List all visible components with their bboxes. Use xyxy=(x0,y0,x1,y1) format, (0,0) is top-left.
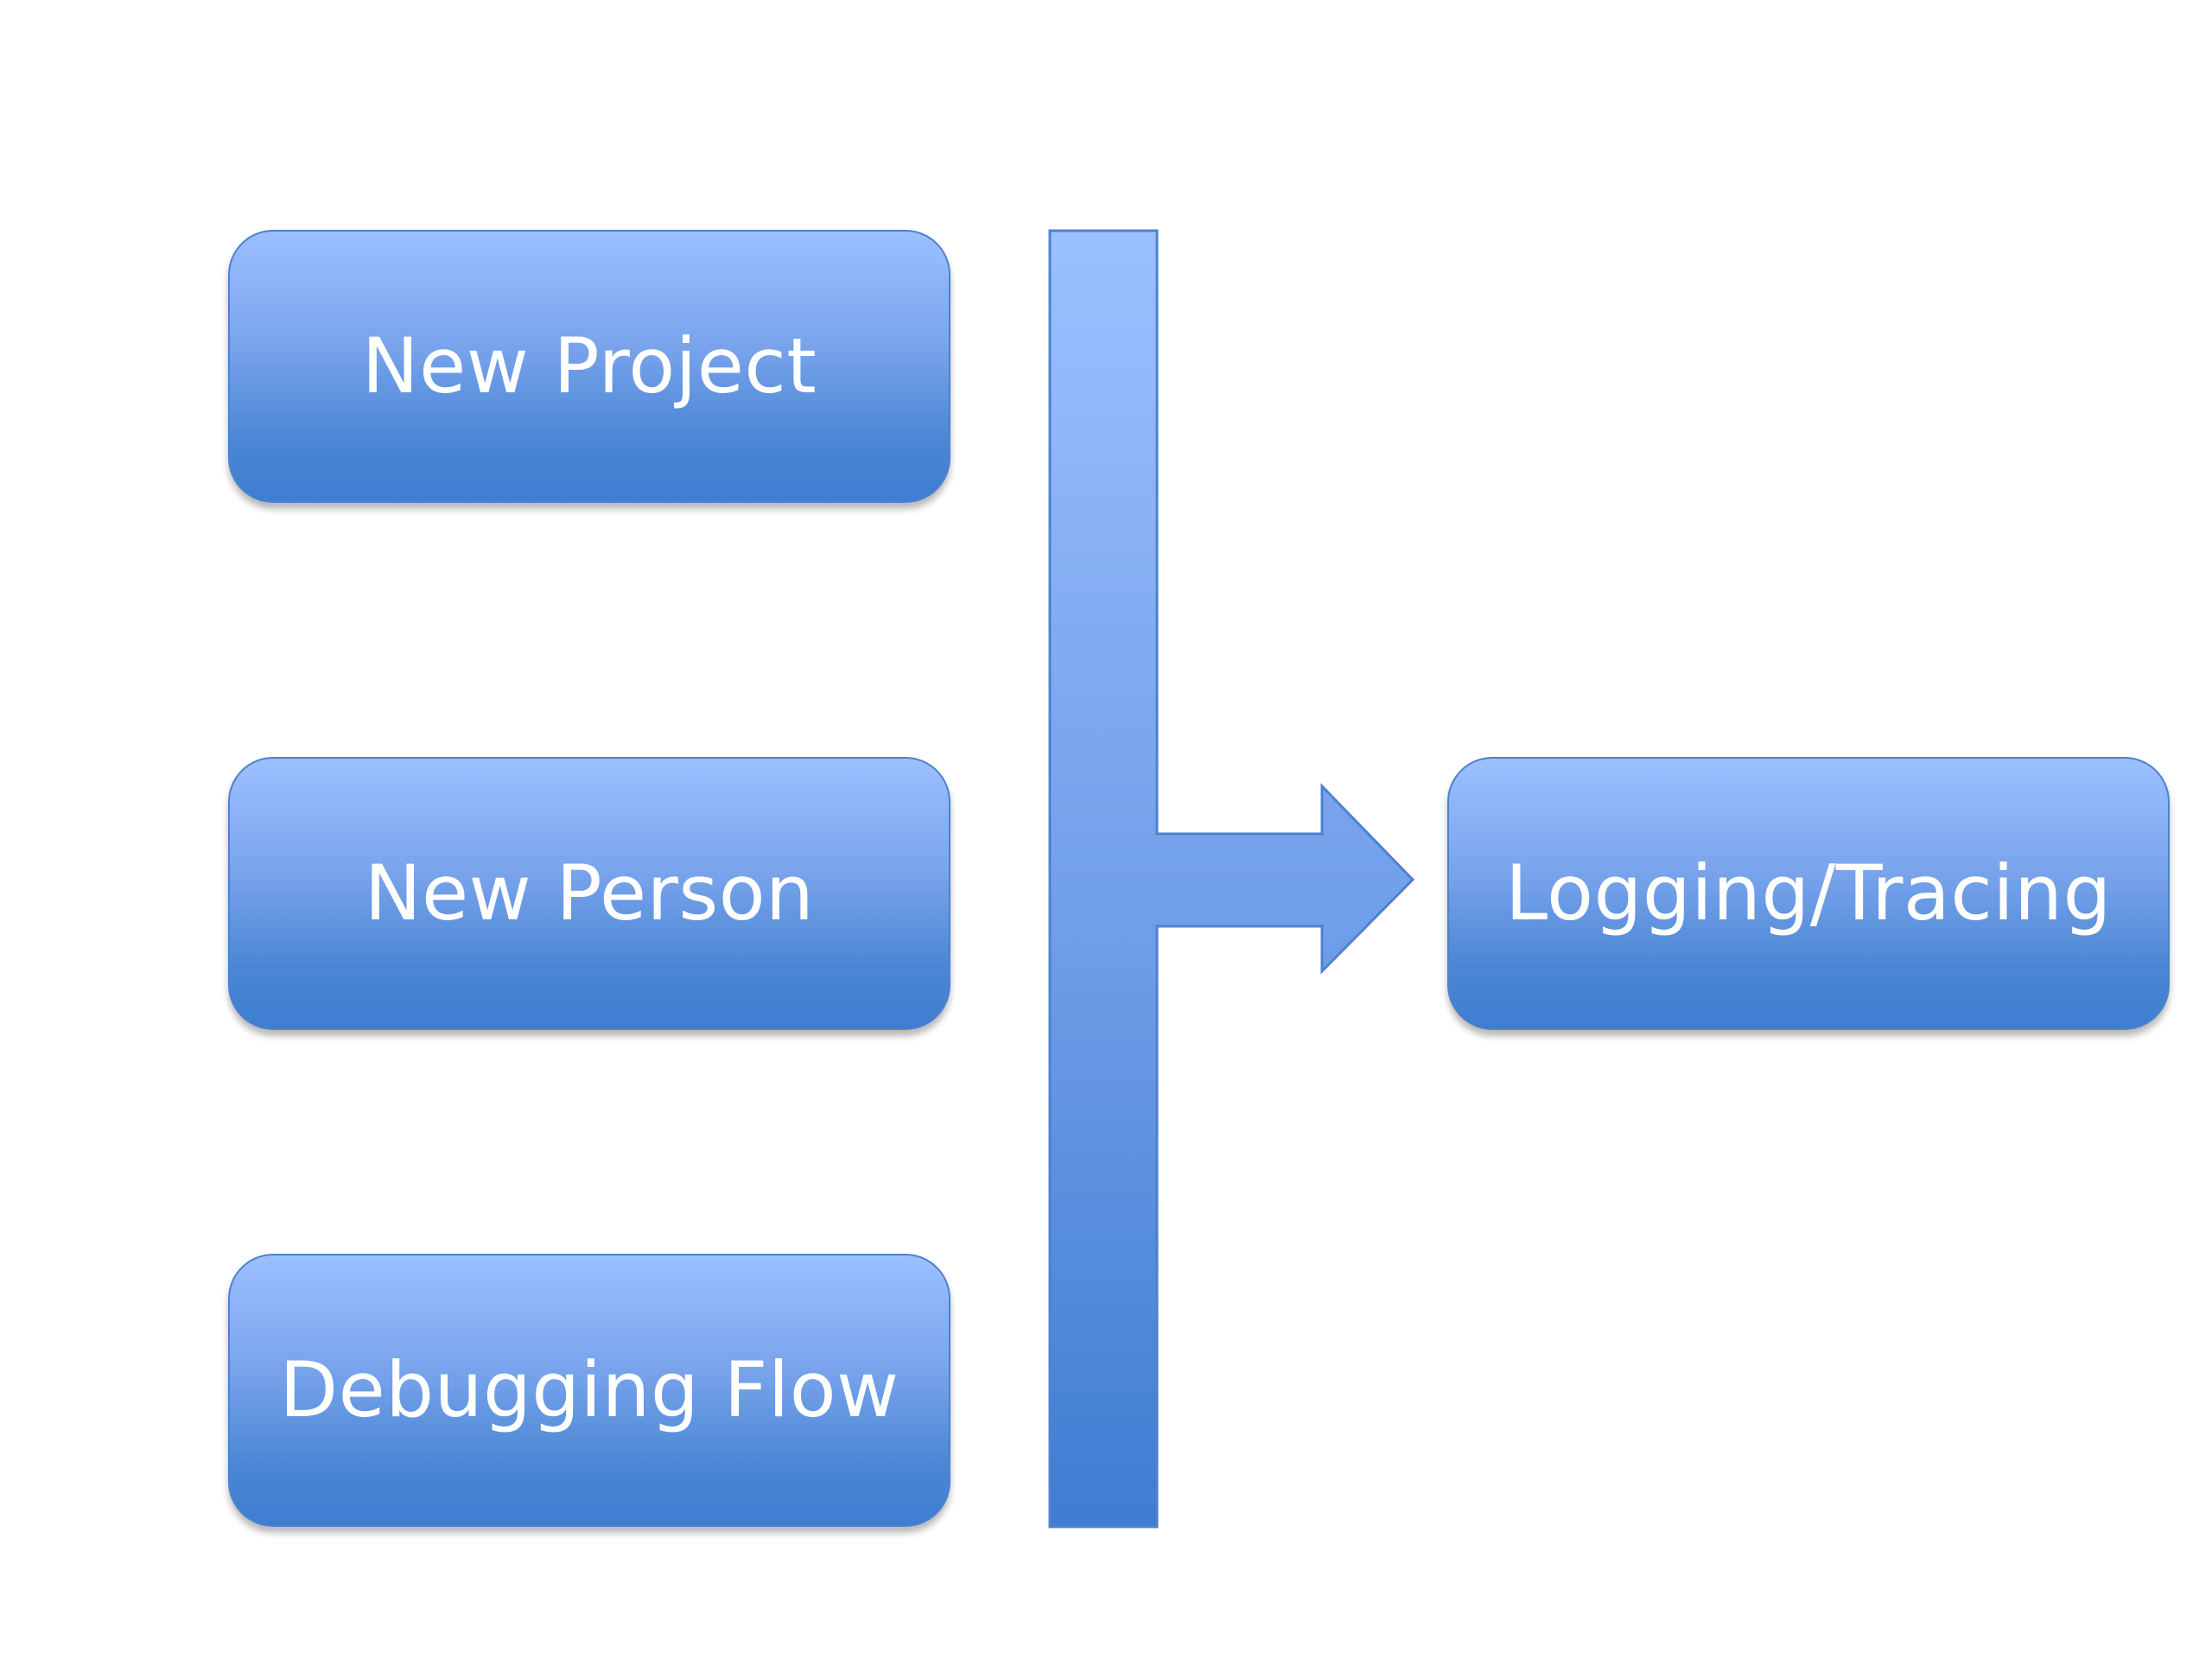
new-person-node: New Person xyxy=(228,757,950,1030)
merge-bar-with-arrow xyxy=(1048,229,1415,1529)
new-person-label: New Person xyxy=(364,849,815,938)
merge-arrow-connector xyxy=(1048,229,1415,1529)
new-project-label: New Project xyxy=(361,321,817,410)
logging-tracing-node: Logging/Tracing xyxy=(1447,757,2170,1030)
new-project-node: New Project xyxy=(228,230,950,503)
debugging-flow-label: Debugging Flow xyxy=(279,1345,899,1434)
logging-tracing-label: Logging/Tracing xyxy=(1505,849,2112,938)
debugging-flow-node: Debugging Flow xyxy=(228,1254,950,1527)
